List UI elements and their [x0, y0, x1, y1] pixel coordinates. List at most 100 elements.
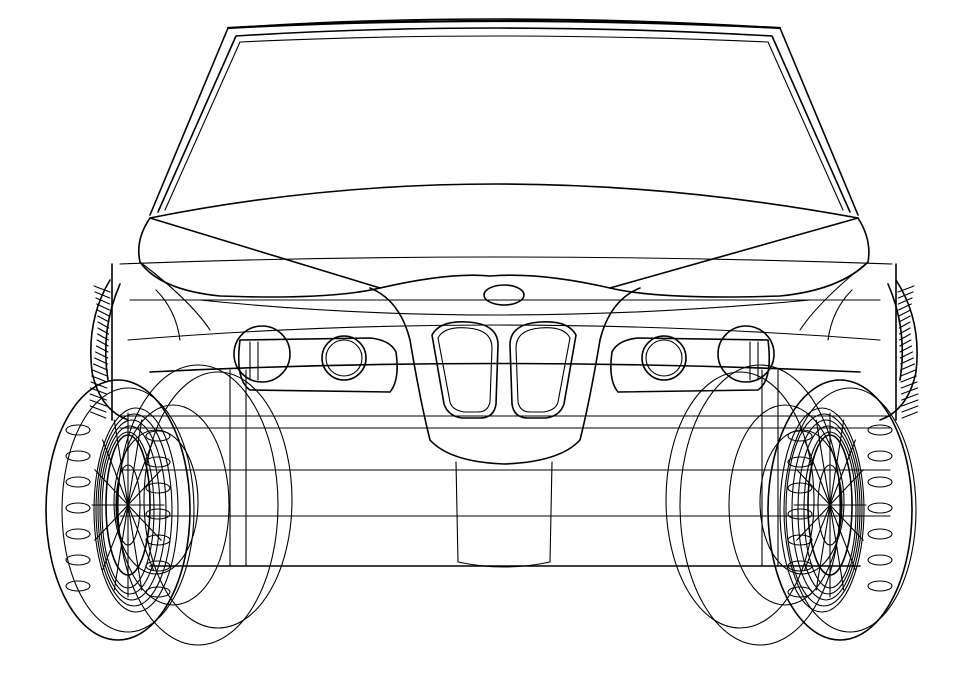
- fender-hatch-line: [897, 285, 915, 293]
- wheel-spoke: [815, 419, 831, 506]
- fender-hatch-line: [900, 387, 919, 395]
- brake-arc: [95, 413, 173, 607]
- rim-bolt: [145, 430, 171, 442]
- rim-bolt: [867, 476, 893, 488]
- fender-hatch-line: [89, 387, 108, 395]
- fender-hatch-line: [97, 321, 110, 329]
- fender-hatch-line: [897, 291, 914, 299]
- tire-outline: [61, 387, 195, 633]
- rim-bolt: [787, 430, 813, 442]
- hub: [817, 464, 843, 546]
- wheel-spoke: [815, 504, 831, 591]
- fender-hatch-line: [96, 339, 109, 347]
- brake-arc: [785, 413, 863, 607]
- tire-outline: [143, 371, 293, 629]
- kidney-grille-left: [431, 320, 499, 419]
- fender-hatch-line: [91, 375, 108, 383]
- wheel-spoke: [101, 504, 129, 571]
- fender-hatch-line: [900, 369, 916, 377]
- wheel-spoke: [829, 504, 857, 571]
- wheel-spoke: [796, 504, 831, 541]
- wheel-spoke: [127, 504, 162, 541]
- fender-right: [879, 279, 919, 421]
- fender-hatch-line: [900, 381, 918, 389]
- fender-hatch-line: [899, 345, 913, 353]
- headlight-right: [610, 325, 775, 393]
- fender-hatch-line: [898, 327, 911, 335]
- hub: [105, 434, 151, 576]
- fender-hatch-line: [89, 399, 107, 407]
- tire-outline: [45, 379, 191, 641]
- front-badge: [483, 284, 525, 306]
- fender-hatch-line: [899, 357, 914, 365]
- wheel-spoke: [829, 504, 845, 591]
- fender-hatch-line: [96, 309, 110, 317]
- front-nose: [369, 287, 641, 568]
- fender-hatch-line: [899, 351, 914, 359]
- rim-bolt: [65, 580, 91, 592]
- wheel-spoke: [127, 504, 155, 571]
- hub: [115, 464, 141, 546]
- fender-hatch-line: [900, 375, 917, 383]
- fender-hatch-line: [901, 411, 918, 419]
- fender-hatch-line: [97, 327, 110, 335]
- wheel-spoke: [113, 504, 129, 591]
- fender-hatch-line: [899, 333, 911, 341]
- wheel-right: [665, 364, 917, 646]
- wheel-spoke: [127, 469, 162, 506]
- rim-bolt: [867, 528, 893, 540]
- brake-arc: [99, 425, 161, 595]
- fender-hatch-line: [97, 333, 109, 341]
- wheel-spoke: [803, 439, 831, 506]
- fender-hatch-line: [94, 291, 111, 299]
- rim-bolt: [65, 424, 91, 436]
- brake-arc: [791, 419, 861, 601]
- fender-left: [89, 279, 129, 421]
- kidney-grille-right: [509, 320, 577, 419]
- wheel-spoke: [796, 469, 831, 506]
- fender-hatch-line: [897, 297, 913, 305]
- fender-hatch-line: [899, 339, 912, 347]
- fender-hatch-line: [93, 363, 108, 371]
- tire-outline: [783, 387, 917, 633]
- hood: [119, 217, 893, 331]
- fender-hatch-line: [97, 315, 110, 323]
- fender-hatch-line: [95, 345, 109, 353]
- wheel-spoke: [829, 504, 864, 541]
- fender-hatch-line: [89, 393, 107, 401]
- rim-bolt: [145, 508, 171, 520]
- rim-bolt: [65, 450, 91, 462]
- fender-hatch-line: [93, 285, 111, 293]
- brake-arc: [101, 431, 155, 589]
- headlight-left: [233, 325, 398, 393]
- brake-arc: [93, 407, 179, 613]
- tire-outline: [767, 379, 913, 641]
- brake-arc: [779, 407, 865, 613]
- wheel-spoke: [803, 504, 831, 571]
- wheel-spoke: [127, 419, 143, 506]
- rim-bolt: [867, 450, 893, 462]
- rim-bolt: [867, 424, 893, 436]
- fender-hatch-line: [96, 303, 110, 311]
- windshield: [149, 18, 859, 219]
- rim-bolt: [787, 508, 813, 520]
- fender-hatch-line: [898, 315, 911, 323]
- rim-bolt: [867, 502, 893, 514]
- fender-hatch-line: [90, 411, 107, 419]
- fender-hatch-line: [901, 405, 919, 413]
- fender-hatch-line: [92, 369, 108, 377]
- wheel-spoke: [94, 504, 129, 541]
- fender-hatch-line: [900, 363, 915, 371]
- wheel-spoke: [127, 504, 143, 591]
- rim-bolt: [65, 554, 91, 566]
- bumper-lines: [111, 263, 897, 567]
- fender-hatch-line: [94, 351, 109, 359]
- wheel-left: [45, 364, 293, 646]
- brake-arc: [797, 425, 859, 595]
- wheel-spoke: [127, 439, 155, 506]
- fender-hatch-line: [898, 309, 912, 317]
- rim-bolt: [65, 476, 91, 488]
- rim-bolt: [65, 502, 91, 514]
- rim-bolt: [867, 554, 893, 566]
